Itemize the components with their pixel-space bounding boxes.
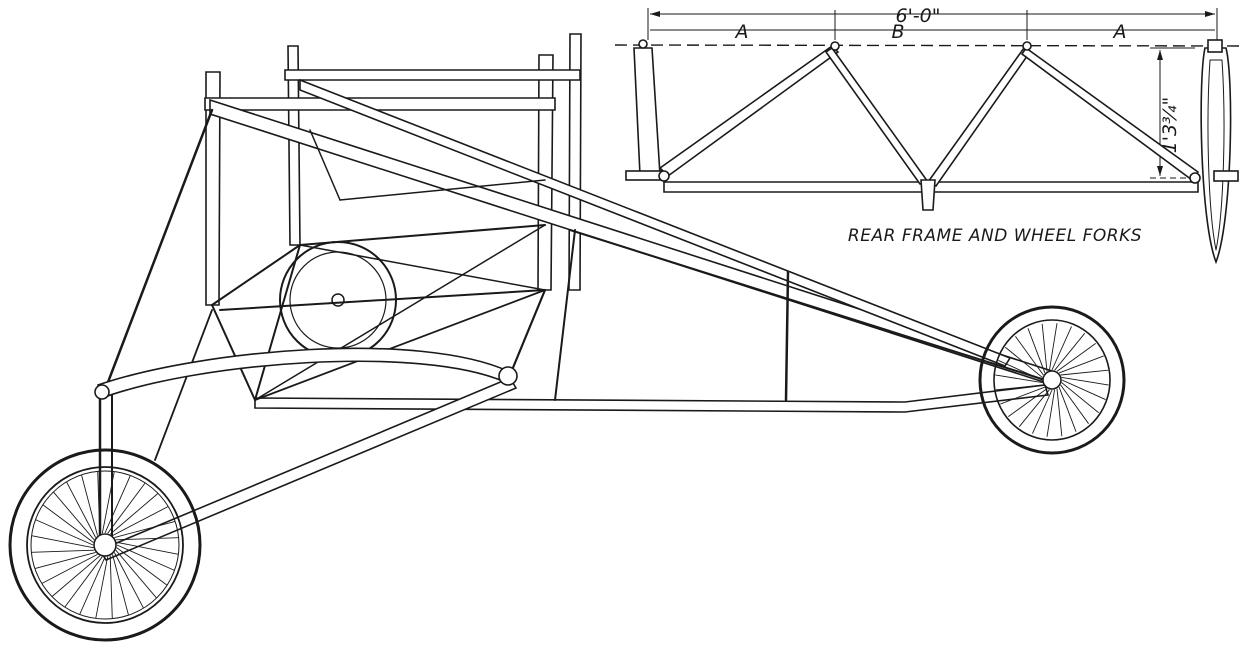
wheel-spoke bbox=[64, 556, 103, 608]
wheel-spoke bbox=[95, 556, 109, 619]
wheel-spoke bbox=[31, 535, 94, 549]
wheel-spoke bbox=[113, 552, 144, 609]
height-dimension-label: 1'3¾" bbox=[1159, 97, 1181, 154]
upright-posts bbox=[205, 33, 582, 306]
wheel-spoke bbox=[112, 506, 169, 537]
wheel-spoke bbox=[115, 537, 179, 541]
wheel-spoke bbox=[1041, 323, 1048, 372]
wheel-spoke bbox=[998, 360, 1043, 381]
wheel-spoke bbox=[53, 491, 95, 541]
internal-bracing bbox=[98, 108, 576, 552]
wheel-spoke bbox=[1048, 323, 1058, 371]
main-frame-view bbox=[8, 33, 1126, 642]
front-wheel bbox=[8, 448, 202, 642]
wheel-spoke bbox=[81, 474, 98, 536]
lower-keel bbox=[254, 384, 1050, 413]
inset-caption: REAR FRAME AND WHEEL FORKS bbox=[848, 226, 1142, 246]
wheel-spoke bbox=[1061, 376, 1109, 386]
bay-a-left-label: A bbox=[734, 21, 749, 43]
wheel-spoke bbox=[31, 549, 95, 553]
wheel-spoke bbox=[1005, 346, 1043, 378]
wheel-spoke bbox=[109, 493, 159, 535]
wheel-spoke bbox=[1000, 386, 1046, 405]
wheel-spoke bbox=[1027, 328, 1046, 374]
wheel-spoke bbox=[1060, 369, 1109, 376]
bay-a-right-label: A bbox=[1112, 21, 1127, 43]
wheel-spoke bbox=[116, 541, 179, 555]
wheel-spoke bbox=[51, 555, 101, 597]
wheel-spoke bbox=[101, 471, 115, 534]
wheel-spoke bbox=[1061, 382, 1099, 414]
wheel-spoke bbox=[1056, 343, 1096, 372]
wheel-spoke bbox=[116, 547, 168, 586]
wheel-spoke bbox=[1058, 355, 1104, 374]
wheel-spoke bbox=[1008, 388, 1048, 417]
rear-frame-inset: 6'-0" A B A 1'3¾" bbox=[614, 5, 1244, 265]
wheel-spoke bbox=[114, 521, 176, 538]
wheel-spoke bbox=[1056, 388, 1063, 437]
wheel-spoke bbox=[109, 555, 113, 619]
wheel-spoke bbox=[1061, 379, 1106, 400]
wheel-spoke bbox=[34, 552, 96, 569]
reference-line bbox=[614, 44, 1244, 47]
wheel-spoke bbox=[1032, 389, 1053, 434]
wheel-spoke bbox=[1054, 333, 1086, 371]
wheel-spoke bbox=[116, 544, 175, 571]
overall-dimension-label: 6'-0" bbox=[896, 5, 941, 27]
wheel-spoke bbox=[1046, 389, 1056, 437]
left-wheel-fork bbox=[625, 39, 667, 181]
tail-wheel bbox=[978, 305, 1126, 455]
wheel-spoke bbox=[1058, 386, 1077, 432]
top-rails bbox=[204, 69, 581, 111]
wheel-spoke bbox=[42, 504, 94, 543]
wheel-spoke bbox=[1060, 384, 1089, 424]
wheel-spoke bbox=[1018, 389, 1050, 427]
bay-b-label: B bbox=[891, 21, 904, 43]
wheel-spoke bbox=[1051, 326, 1072, 371]
wheel-spoke bbox=[995, 384, 1044, 391]
wheel-spoke bbox=[97, 471, 101, 535]
wheel-spoke bbox=[995, 374, 1043, 384]
tail-strut bbox=[784, 270, 790, 402]
wheel-spoke bbox=[104, 475, 131, 534]
wheel-spoke bbox=[107, 482, 146, 534]
wheel-spoke bbox=[66, 481, 97, 538]
wheel-spoke bbox=[35, 519, 94, 546]
right-wheel-fork bbox=[1200, 39, 1239, 265]
wheel-spoke bbox=[1015, 336, 1044, 376]
wheel-spoke bbox=[41, 553, 98, 584]
wheel-spoke bbox=[115, 549, 157, 599]
wheel-spoke bbox=[112, 554, 129, 616]
overall-dimension-line bbox=[647, 8, 1218, 40]
warren-truss bbox=[658, 41, 1201, 211]
wheel-spoke bbox=[79, 556, 106, 615]
